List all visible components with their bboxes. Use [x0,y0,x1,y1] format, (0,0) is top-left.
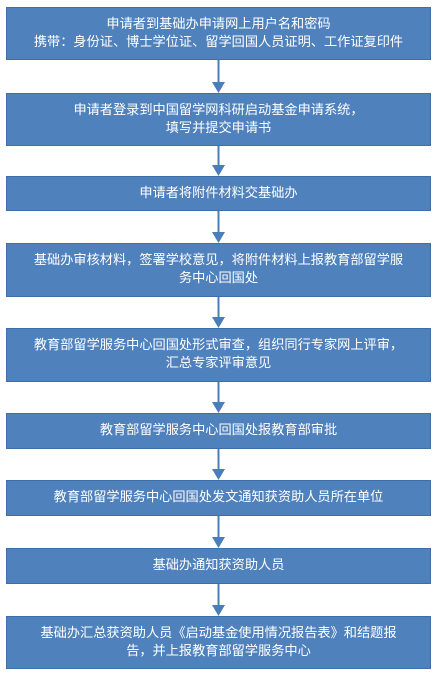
step-9-line-2: 告，并上报教育部留学服务中心 [126,643,311,659]
step-6-line-1: 教育部留学服务中心回国处报教育部审批 [99,423,338,438]
step-summary-report: 基础办汇总获资助人员《启动基金使用情况报告表》和结题报 告，并上报教育部留学服务… [6,616,431,669]
step-3-line-1: 申请者将附件材料交基础办 [139,185,298,201]
step-2-line-1: 申请者登录到中国留学网科研启动基金申请系统， [73,102,364,118]
step-apply-account: 申请者到基础办申请网上用户名和密码 携带：身份证、博士学位证、留学回国人员证明、… [6,7,431,60]
step-submit-application: 申请者登录到中国留学网科研启动基金申请系统， 填写并提交申请书 [6,93,431,146]
arrow-4-icon [211,297,226,328]
step-4-line-1: 基础办审核材料，签署学校意见，将附件材料上报教育部留学服 [33,253,404,268]
arrow-3-icon [211,211,226,243]
step-notify-recipients: 基础办通知获资助人员 [6,548,431,584]
arrow-5-icon [211,382,226,413]
step-5-line-1: 教育部留学服务中心回国处形式审查，组织同行专家网上评审， [33,338,404,353]
step-8-line-1: 基础办通知获资助人员 [152,558,285,573]
step-1-line-2: 携带：身份证、博士学位证、留学回国人员证明、工作证复印件 [33,34,404,50]
step-ministry-approval: 教育部留学服务中心回国处报教育部审批 [6,413,431,449]
arrow-6-icon [211,449,226,480]
step-2-line-2: 填写并提交申请书 [165,120,272,136]
step-review-materials: 基础办审核材料，签署学校意见，将附件材料上报教育部留学服 务中心回国处 [6,243,431,297]
arrow-8-icon [211,584,226,616]
step-4-line-2: 务中心回国处 [178,271,259,286]
step-5-line-2: 汇总专家评审意见 [165,356,272,371]
arrow-2-icon [211,146,226,176]
step-7-line-1: 教育部留学服务中心回国处发文通知获资助人员所在单位 [53,490,384,505]
step-formal-review: 教育部留学服务中心回国处形式审查，组织同行专家网上评审， 汇总专家评审意见 [6,328,431,382]
step-notify-unit: 教育部留学服务中心回国处发文通知获资助人员所在单位 [6,480,431,516]
arrow-7-icon [211,516,226,548]
step-1-line-1: 申请者到基础办申请网上用户名和密码 [106,16,331,32]
arrow-1-icon [211,60,226,93]
step-submit-attachments: 申请者将附件材料交基础办 [6,176,431,211]
step-9-line-1: 基础办汇总获资助人员《启动基金使用情况报告表》和结题报 [40,625,397,641]
